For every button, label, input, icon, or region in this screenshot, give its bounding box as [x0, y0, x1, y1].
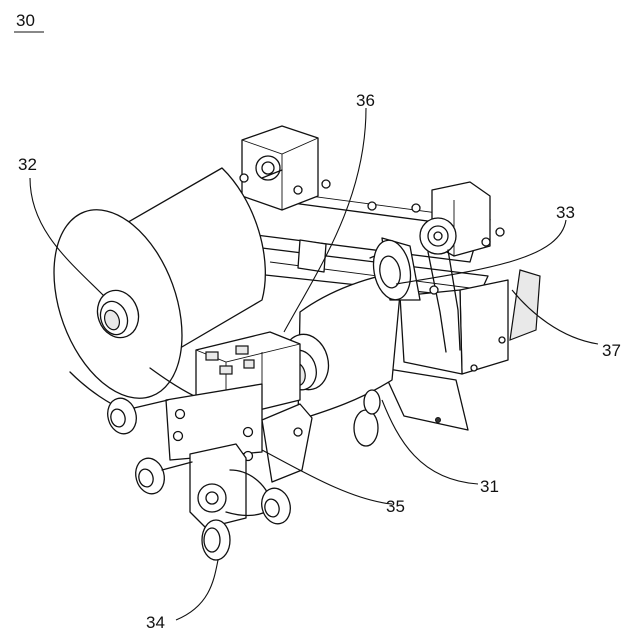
ref-label-35: 35 [386, 497, 405, 516]
ref-label-37: 37 [602, 341, 621, 360]
figure-number: 30 [16, 11, 35, 30]
ref-label-32: 32 [18, 155, 37, 174]
ref-label-31: 31 [480, 477, 499, 496]
ref-label-34: 34 [146, 613, 165, 632]
lower-roller-group [190, 444, 272, 560]
ref-label-36: 36 [356, 91, 375, 110]
ref-label-33: 33 [556, 203, 575, 222]
